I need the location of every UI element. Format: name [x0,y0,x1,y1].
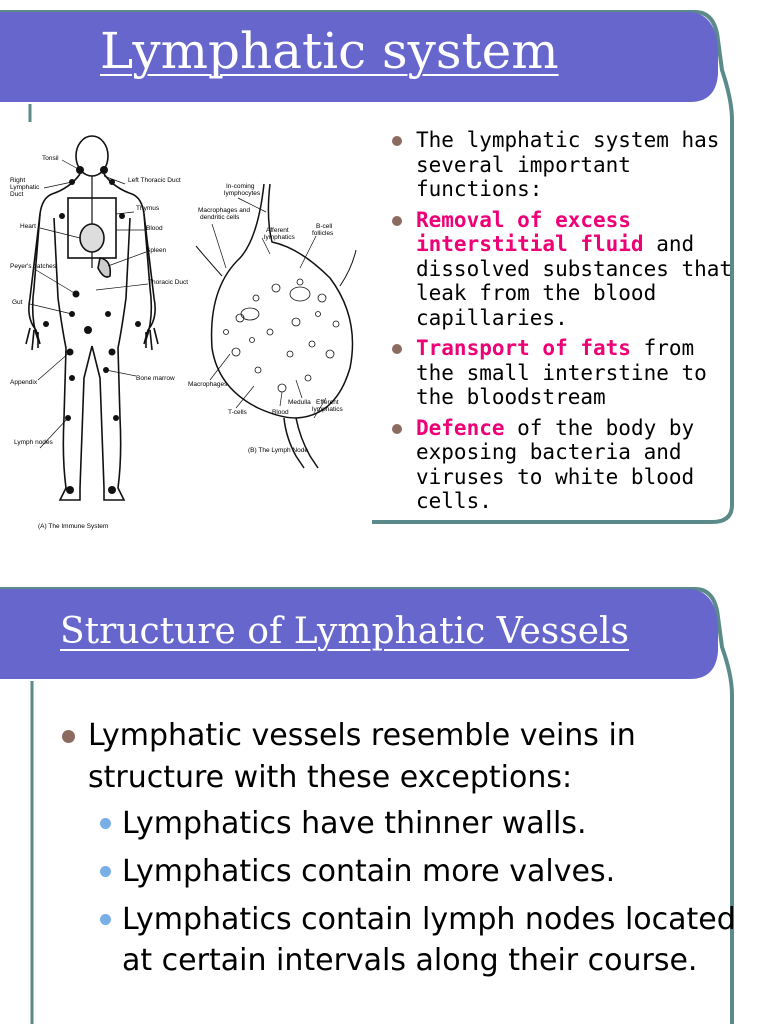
label-lymph-nodes: Lymph nodes [14,439,54,446]
label-heart: Heart [20,223,36,230]
slide-frame [0,587,734,1024]
list-item: Lymphatic vessels resemble veins in stru… [60,715,740,981]
highlight-text: Transport of fats [416,336,631,360]
highlight-text: Removal of excess interstitial fluid [416,207,644,257]
slide-title: Structure of Lymphatic Vessels [60,611,630,652]
slide-title: Lymphatic system [100,22,559,80]
sub-bullet-icon [100,818,111,829]
immune-caption: (A) The Immune System [38,523,108,530]
label-blood: Blood [146,225,163,232]
sub-bullet-icon [100,914,111,925]
list-item: The lymphatic system has several importa… [388,128,734,202]
label-tonsil: Tonsil [42,155,59,162]
label-left-thoracic-duct: Left Thoracic Duct [128,177,181,184]
label-macrophages: Macrophages [188,381,228,388]
bullet-icon [392,344,402,354]
bullet-icon [62,730,75,743]
list-item: Removal of excess interstitial fluid and… [388,208,734,331]
list-item: Lymphatics contain lymph nodes located a… [88,899,740,981]
bullet-icon [392,423,402,434]
vessel-structure-list: Lymphatic vessels resemble veins in stru… [60,715,740,988]
immune-system-figure [25,135,159,501]
label-thymus: Thymus [136,205,160,212]
label-gut: Gut [12,299,23,306]
label-peyers-patches: Peyer's patches [10,263,57,270]
slide-lymphatic-system: Lymphatic system [0,10,734,530]
label-thoracic-duct: Thoracic Duct [148,279,188,286]
functions-list: The lymphatic system has several importa… [388,128,734,520]
exceptions-list: Lymphatics have thinner walls. Lymphatic… [88,803,740,981]
list-item: Transport of fats from the small interst… [388,336,734,410]
sub-bullet-icon [100,866,111,877]
label-medulla: Medulla [288,399,311,406]
label-bone-marrow: Bone marrow [136,375,175,382]
label-t-cells: T-cells [228,409,248,416]
label-node-blood: Blood [272,409,289,416]
list-item: Lymphatics contain more valves. [88,851,740,892]
highlight-text: Defence [416,415,505,440]
list-item: Lymphatics have thinner walls. [88,803,740,844]
slide-structure-of-vessels: Structure of Lymphatic Vessels Lymphatic… [0,575,768,1024]
node-caption: (B) The Lymph Node [248,447,308,454]
bullet-icon [392,215,402,226]
bullet-icon [392,136,402,146]
label-appendix: Appendix [10,379,38,386]
slide-frame [0,10,734,524]
list-item: Defence of the body by exposing bacteria… [388,416,734,514]
label-spleen: Spleen [146,247,167,254]
lymph-node-figure [195,183,357,469]
